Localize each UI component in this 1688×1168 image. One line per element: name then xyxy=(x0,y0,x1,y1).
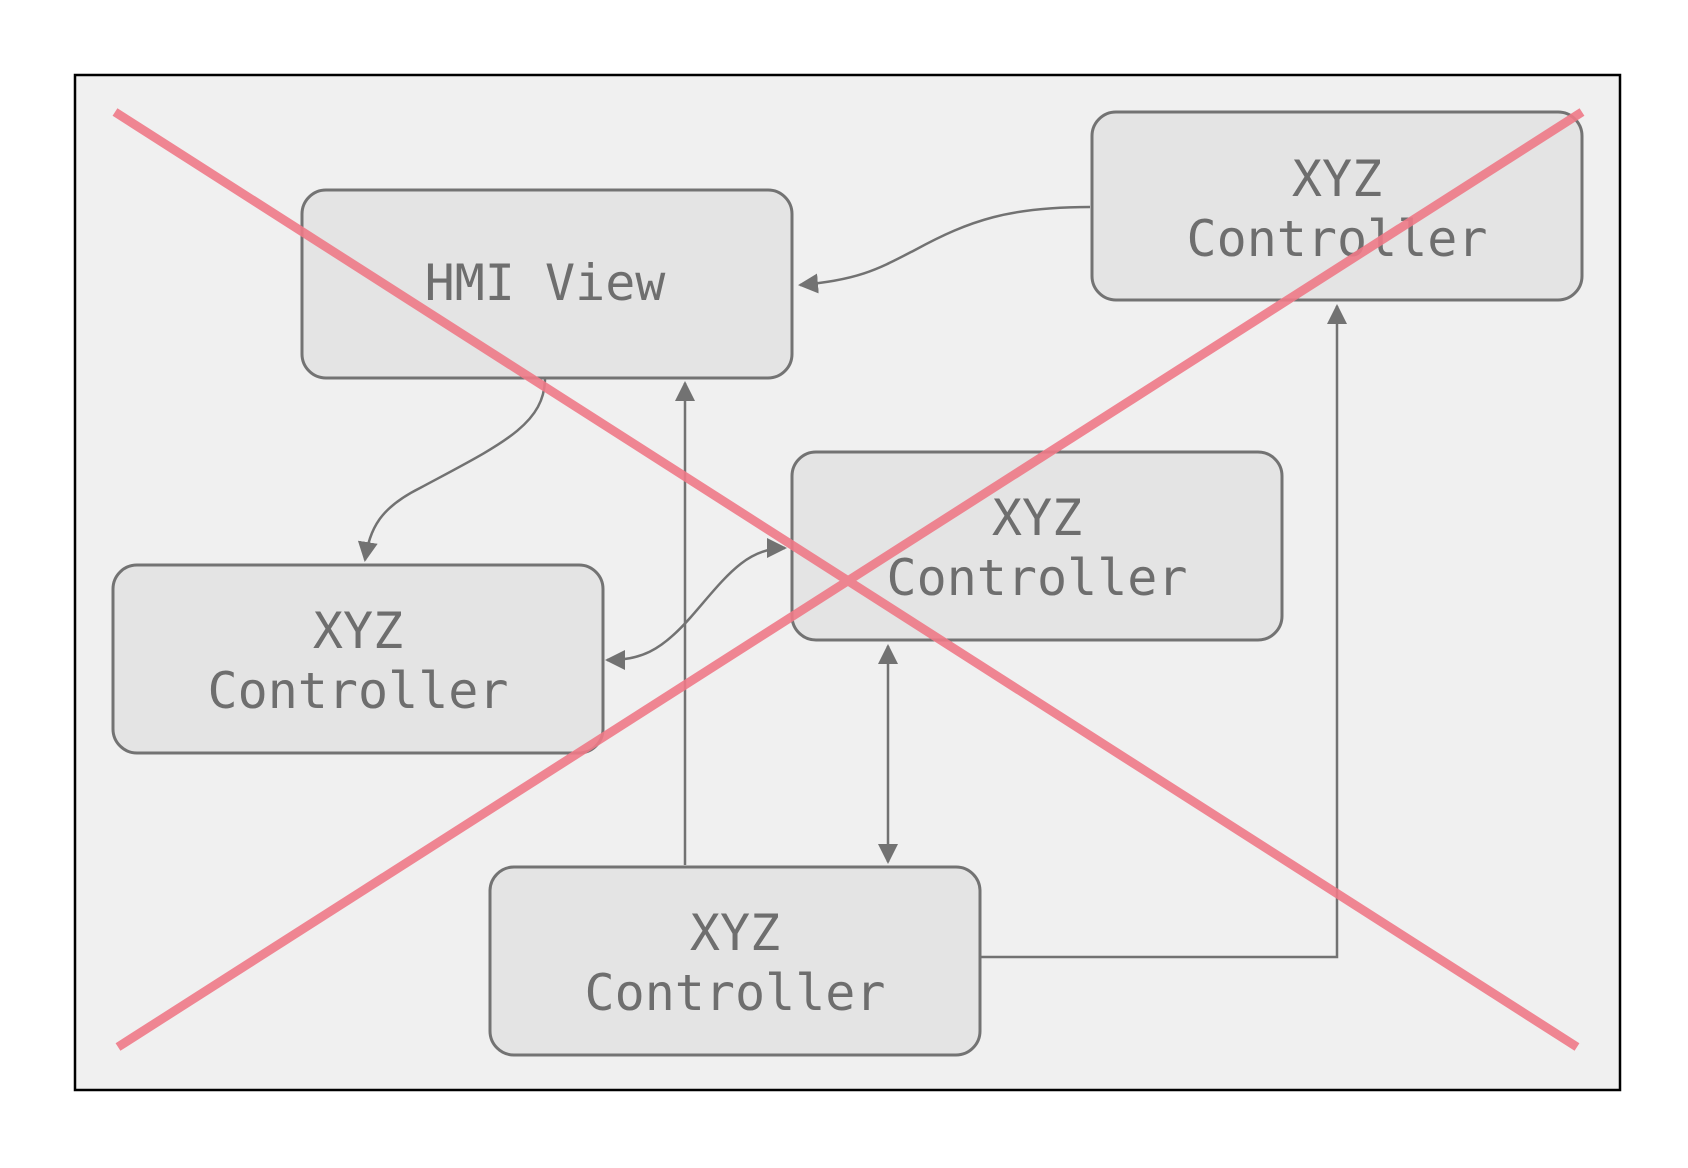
cross-out-line-2 xyxy=(115,108,1585,1051)
node-controller-left: XYZ Controller xyxy=(111,563,605,755)
edge-controller-middle-to-controller-left xyxy=(605,538,787,670)
node-box xyxy=(1090,110,1584,302)
node-controller-middle: XYZ Controller xyxy=(790,450,1284,642)
node-label-line-2: Controller xyxy=(1186,210,1487,268)
node-box xyxy=(111,563,605,755)
node-label-line-2: Controller xyxy=(886,549,1187,607)
node-controller-bottom: XYZ Controller xyxy=(488,865,982,1057)
node-label: HMI View xyxy=(425,254,667,312)
node-label-line-1: XYZ xyxy=(690,904,780,962)
nodes: HMI View XYZ Controller XYZ Controller X… xyxy=(111,110,1584,1057)
node-hmi-view: HMI View xyxy=(300,188,794,380)
node-label-line-1: XYZ xyxy=(1292,150,1382,208)
node-controller-top-right: XYZ Controller xyxy=(1090,110,1584,302)
node-label-line-1: XYZ xyxy=(313,602,403,660)
edge-hmi-view-to-controller-left xyxy=(357,377,547,562)
node-box xyxy=(300,188,794,380)
edge-controller-bottom-to-controller-top-right xyxy=(980,304,1347,959)
node-label-line-1: XYZ xyxy=(992,489,1082,547)
edge-controller-top-right-to-hmi-view xyxy=(798,205,1091,294)
cross-out-mark xyxy=(112,108,1585,1051)
edges xyxy=(357,205,1347,959)
node-label-line-2: Controller xyxy=(207,662,508,720)
node-label-line-2: Controller xyxy=(584,964,885,1022)
node-box xyxy=(488,865,982,1057)
